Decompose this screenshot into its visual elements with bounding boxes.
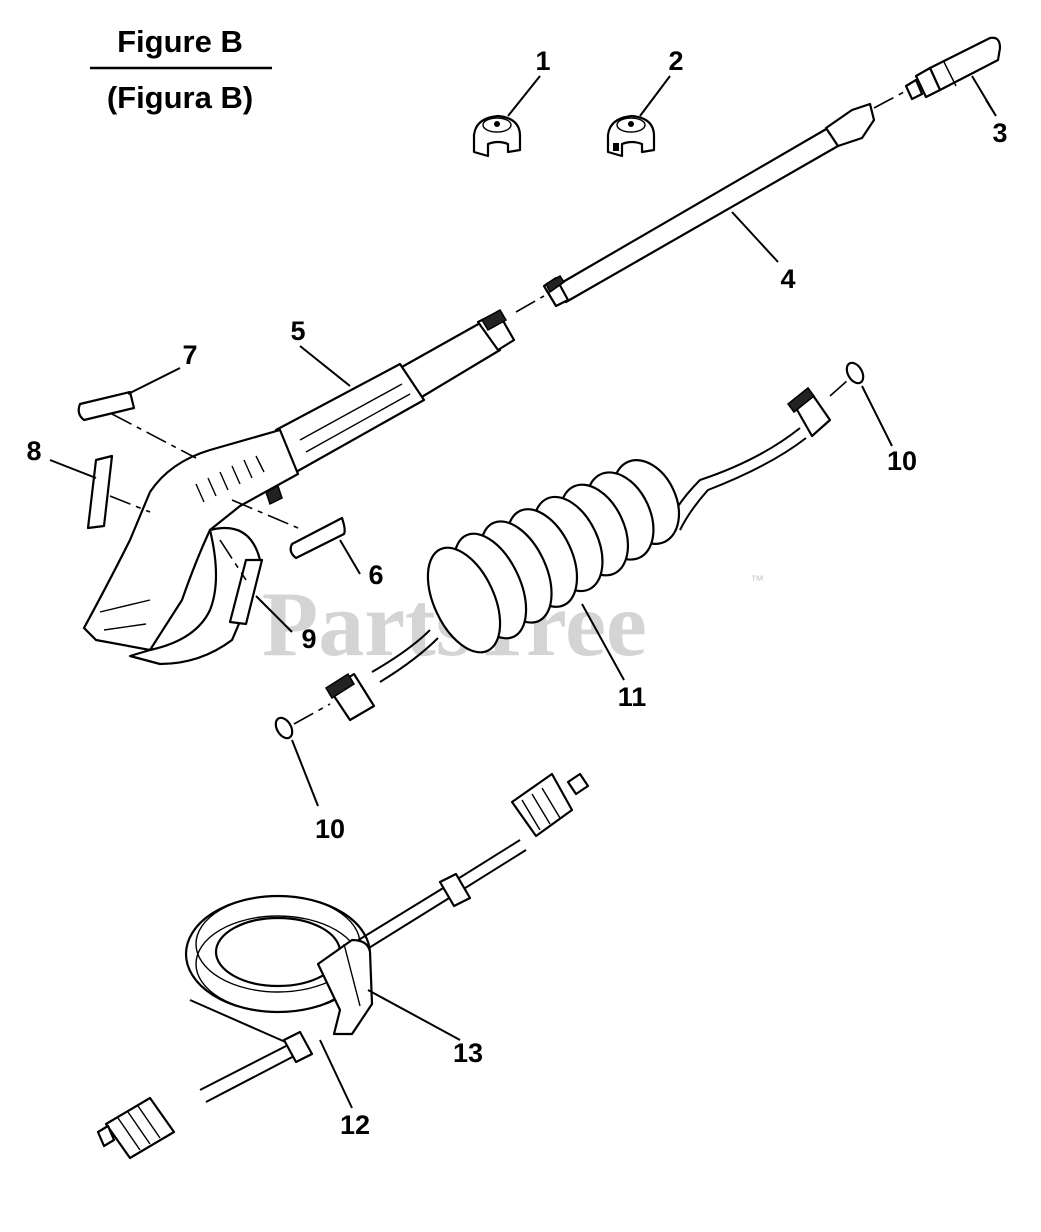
part-9-label — [228, 558, 264, 626]
part-1-nozzle-tip — [472, 114, 522, 158]
callout-labels: 1 2 3 4 5 6 7 8 9 10 10 11 12 13 — [26, 46, 1007, 1140]
assembly-lines — [109, 91, 905, 725]
part-13-hose-strap — [316, 938, 374, 1036]
callout-7: 7 — [182, 340, 197, 370]
callout-2: 2 — [668, 46, 683, 76]
callout-8: 8 — [26, 436, 41, 466]
callout-10-top: 10 — [887, 446, 917, 476]
part-8-label — [86, 454, 114, 530]
part-5-spray-gun — [82, 308, 516, 666]
leader-lines — [49, 75, 997, 1109]
figure-title-block: Figure B (Figura B) — [90, 24, 272, 115]
callout-3: 3 — [992, 118, 1007, 148]
callout-12: 12 — [340, 1110, 370, 1140]
part-2-nozzle-tip — [606, 114, 656, 158]
part-7-label — [77, 390, 136, 422]
callout-9: 9 — [301, 624, 316, 654]
figure-title: Figure B — [117, 24, 243, 59]
part-4-wand — [542, 102, 876, 308]
callout-10-bottom: 10 — [315, 814, 345, 844]
callout-1: 1 — [535, 46, 550, 76]
callout-4: 4 — [780, 264, 795, 294]
figure-subtitle: (Figura B) — [107, 80, 253, 115]
callout-13: 13 — [453, 1038, 483, 1068]
part-6-label — [289, 516, 346, 560]
part-10-washer-top — [845, 361, 865, 385]
callout-5: 5 — [290, 316, 305, 346]
part-3-nozzle — [904, 36, 1002, 101]
hose-coils — [426, 459, 681, 654]
watermark-trademark: ™ — [750, 572, 764, 588]
callout-6: 6 — [368, 560, 383, 590]
callout-11: 11 — [618, 682, 647, 712]
part-11-coiled-hose — [324, 386, 832, 722]
part-12-high-pressure-hose — [96, 772, 590, 1160]
part-10-washer-bottom — [274, 716, 294, 740]
